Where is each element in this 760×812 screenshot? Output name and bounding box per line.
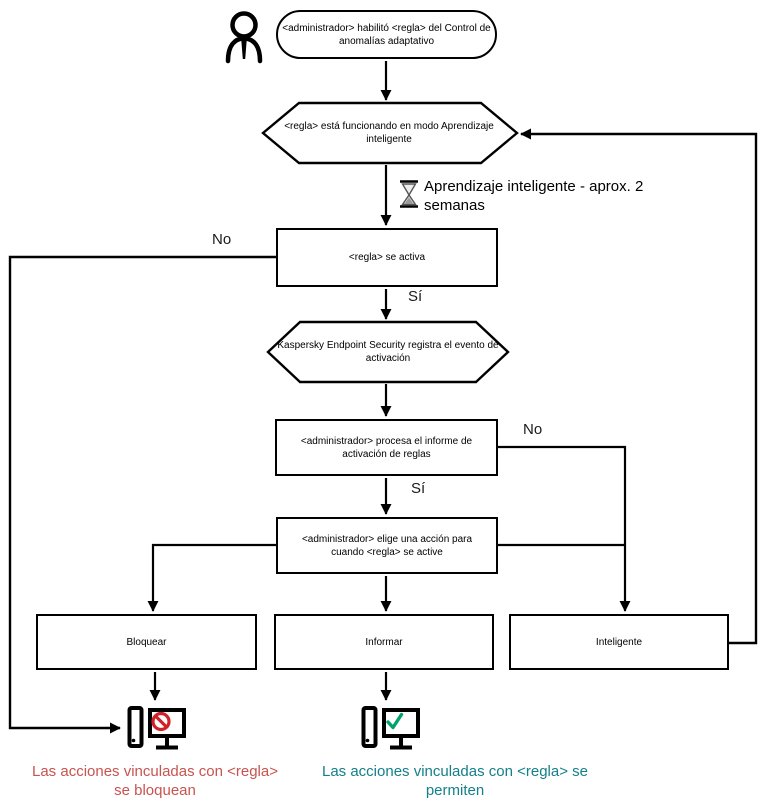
node-admin-action: <administrador> elige una acción para cu… [276,517,498,574]
edge-label-no-left: No [212,231,232,248]
hexagon-learning-mode-label: <regla> está funcionando en modo Aprendi… [284,121,494,145]
arrow-no-to-blocked [8,255,276,734]
node-inform-label: Informar [365,636,403,648]
arrow-no-to-smart [498,445,631,612]
edge-label-si-1: Sí [408,288,423,305]
arrow-action-to-block [147,543,276,612]
arrow-smart-feedback-loop [520,128,758,645]
person-icon [225,11,263,64]
node-block-label: Bloquear [126,636,167,648]
node-start: <administrador> habilitó <regla> del Con… [276,10,497,59]
node-inform: Informar [274,614,494,670]
node-admin-report-label: <administrador> procesa el informe de ac… [300,435,473,460]
node-admin-action-label: <administrador> elige una acción para cu… [301,533,473,558]
hourglass-icon [400,180,418,208]
node-smart: Inteligente [509,614,729,670]
edge-label-si-2: Sí [411,480,426,497]
node-admin-report: <administrador> procesa el informe de ac… [275,419,498,476]
node-start-label: <administrador> habilitó <regla> del Con… [282,22,491,47]
computer-blocked-icon [127,706,186,750]
node-smart-label: Inteligente [595,636,643,648]
computer-allowed-icon [361,706,420,750]
edge-label-no-right: No [523,421,543,438]
hexagon-kes-logs-label: Kaspersky Endpoint Security registra el … [277,340,499,364]
hexagon-kes-logs: Kaspersky Endpoint Security registra el … [270,322,506,382]
hexagon-learning-mode-shape [261,101,519,165]
caption-allowed: Las acciones vinculadas con <regla> se p… [321,763,588,799]
hexagon-learning-mode: <regla> está funcionando en modo Aprendi… [278,103,500,163]
node-block: Bloquear [36,614,257,670]
caption-blocked: Las acciones vinculadas con <regla> se b… [32,763,278,799]
node-rule-activates: <regla> se activa [276,228,498,287]
hexagon-kes-logs-shape [266,320,510,384]
wait-caption: Aprendizaje inteligente - aprox. 2 seman… [424,178,644,214]
node-rule-activates-label: <regla> se activa [348,252,426,263]
